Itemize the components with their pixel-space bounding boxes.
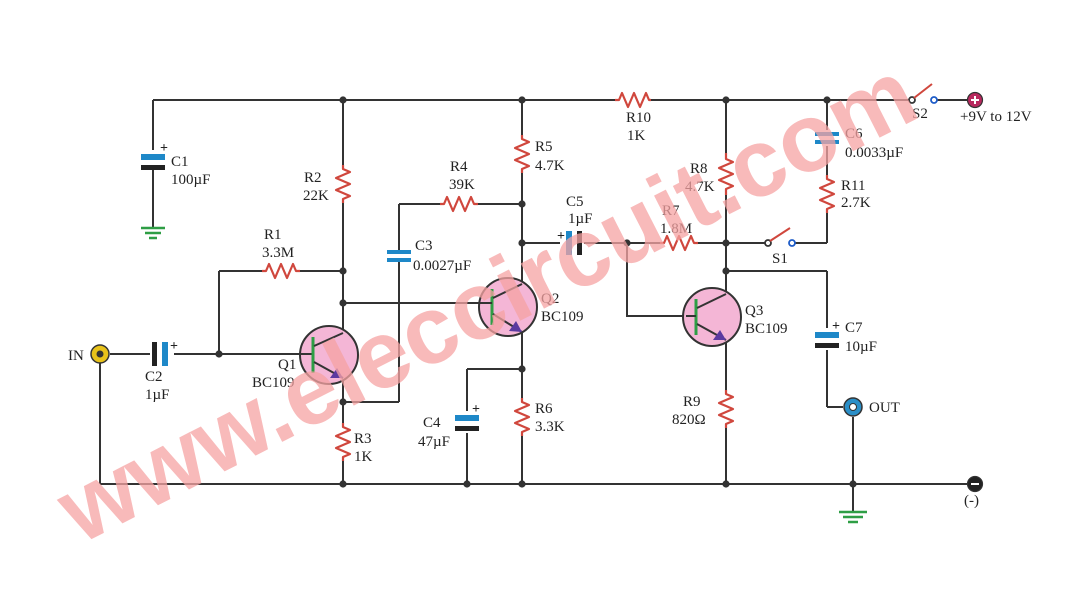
q3-ref: Q3 [745,303,763,319]
r3-value: 1K [354,449,373,465]
r2-ref: R2 [304,170,322,186]
c4-ref: C4 [423,415,441,431]
resistor-r5 [513,135,531,173]
c1-value: 100µF [171,172,211,188]
c6-ref: C6 [845,126,863,142]
capacitor-c4: + [455,402,480,431]
c3-value: 0.0027µF [413,258,471,274]
supply-positive-terminal-icon [966,91,984,109]
q3-value: BC109 [745,321,788,337]
c2-ref: C2 [145,369,163,385]
c5-value: 1µF [568,211,593,227]
r7-value: 1.8M [660,221,692,237]
supply-negative-terminal-icon [966,475,984,493]
ground-c1-icon [141,226,165,240]
q2-ref: Q2 [541,291,559,307]
c1-ref: C1 [171,154,189,170]
input-jack-icon [90,344,110,364]
capacitor-c6 [815,132,839,144]
capacitor-c3 [387,250,411,262]
transistor-q2 [478,277,538,337]
r4-value: 39K [449,177,475,193]
ground-output-icon [839,510,867,524]
r1-value: 3.3M [262,245,294,261]
capacitors: + + + + [141,132,840,431]
polarity-plus: + [160,141,168,156]
r6-ref: R6 [535,401,553,417]
polarity-plus: + [472,402,480,417]
capacitor-c1: + [141,141,168,170]
supply-label: +9V to 12V [960,109,1032,125]
transistor-q3 [682,287,742,347]
junctions [215,96,857,488]
emitter-arrow-icon [330,368,343,378]
switch-s2 [908,83,938,104]
resistor-r10 [615,91,651,109]
c3-ref: C3 [415,238,433,254]
s1-ref: S1 [772,251,788,267]
r9-ref: R9 [683,394,701,410]
r8-ref: R8 [690,161,708,177]
r11-ref: R11 [841,178,865,194]
r4-ref: R4 [450,159,468,175]
r1-ref: R1 [264,227,282,243]
capacitor-c2: + [152,339,178,366]
r9-value: 820Ω [672,412,706,428]
emitter-arrow-icon [713,330,726,340]
resistors [262,91,836,461]
resistor-r1 [262,262,300,280]
q1-value: BC109 [252,375,295,391]
c7-ref: C7 [845,320,863,336]
resistor-r3 [334,423,352,461]
emitter-arrow-icon [509,321,522,332]
polarity-plus: + [557,229,565,244]
transistor-q1 [298,325,359,385]
input-label: IN [68,348,84,364]
resistor-r6 [513,398,531,436]
output-jack-icon [843,397,863,417]
resistor-r11 [818,175,836,213]
switch-s1 [764,227,796,247]
q2-value: BC109 [541,309,584,325]
r5-ref: R5 [535,139,553,155]
c2-value: 1µF [145,387,170,403]
r10-value: 1K [627,128,646,144]
r11-value: 2.7K [841,195,871,211]
component-labels: C1 100µF C2 1µF C3 0.0027µF C4 47µF C5 1… [68,106,1032,509]
q1-ref: Q1 [278,357,296,373]
output-label: OUT [869,400,900,416]
capacitor-c5: + [557,229,582,255]
s2-ref: S2 [912,106,928,122]
r2-value: 22K [303,188,329,204]
r6-value: 3.3K [535,419,565,435]
watermark-text: www.eleccircuit.com [40,39,932,564]
r7-ref: R7 [662,203,680,219]
resistor-r7 [660,234,698,252]
r8-value: 4.7K [685,179,715,195]
c5-ref: C5 [566,194,584,210]
r3-ref: R3 [354,431,372,447]
polarity-plus: + [170,339,178,354]
c4-value: 47µF [418,434,450,450]
r10-ref: R10 [626,110,651,126]
resistor-r9 [717,390,735,428]
resistor-r8 [717,153,735,195]
resistor-r4 [440,195,478,213]
resistor-r2 [334,165,352,203]
c7-value: 10µF [845,339,877,355]
r5-value: 4.7K [535,158,565,174]
capacitor-c7: + [815,319,840,348]
polarity-plus: + [832,319,840,334]
negative-label: (-) [964,493,979,509]
c6-value: 0.0033µF [845,145,903,161]
